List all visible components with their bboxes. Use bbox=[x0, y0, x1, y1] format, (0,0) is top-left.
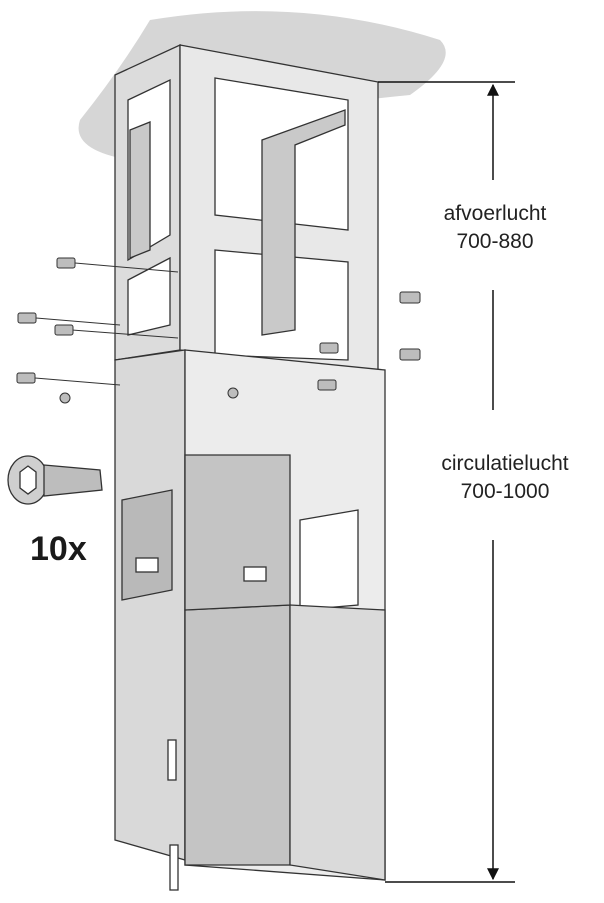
screw-icon bbox=[399, 348, 421, 361]
screw-icon bbox=[56, 257, 76, 269]
screw-icon bbox=[54, 324, 74, 336]
screw-icon bbox=[16, 372, 36, 384]
screw-quantity-label: 10x bbox=[30, 530, 87, 568]
mounting-screws bbox=[16, 257, 421, 404]
torx-screw-icon bbox=[7, 455, 103, 505]
screw-icon bbox=[399, 291, 421, 304]
lower-casing bbox=[114, 349, 386, 891]
dimension-lines bbox=[378, 81, 515, 883]
circulation-air-range: 700-1000 bbox=[460, 480, 550, 503]
exhaust-air-range: 700-880 bbox=[456, 230, 534, 253]
screw-icon bbox=[59, 392, 71, 404]
circulation-air-label: circulatielucht 700-1000 bbox=[420, 450, 590, 506]
screw-icon bbox=[319, 342, 339, 354]
screw-icon bbox=[227, 387, 239, 399]
screw-icon bbox=[17, 312, 37, 324]
exhaust-air-title: afvoerlucht bbox=[443, 202, 547, 225]
exhaust-air-label: afvoerlucht 700-880 bbox=[420, 200, 570, 256]
screw-icon bbox=[317, 379, 337, 391]
upper-frame bbox=[114, 43, 379, 371]
circulation-air-title: circulatielucht bbox=[441, 452, 569, 475]
